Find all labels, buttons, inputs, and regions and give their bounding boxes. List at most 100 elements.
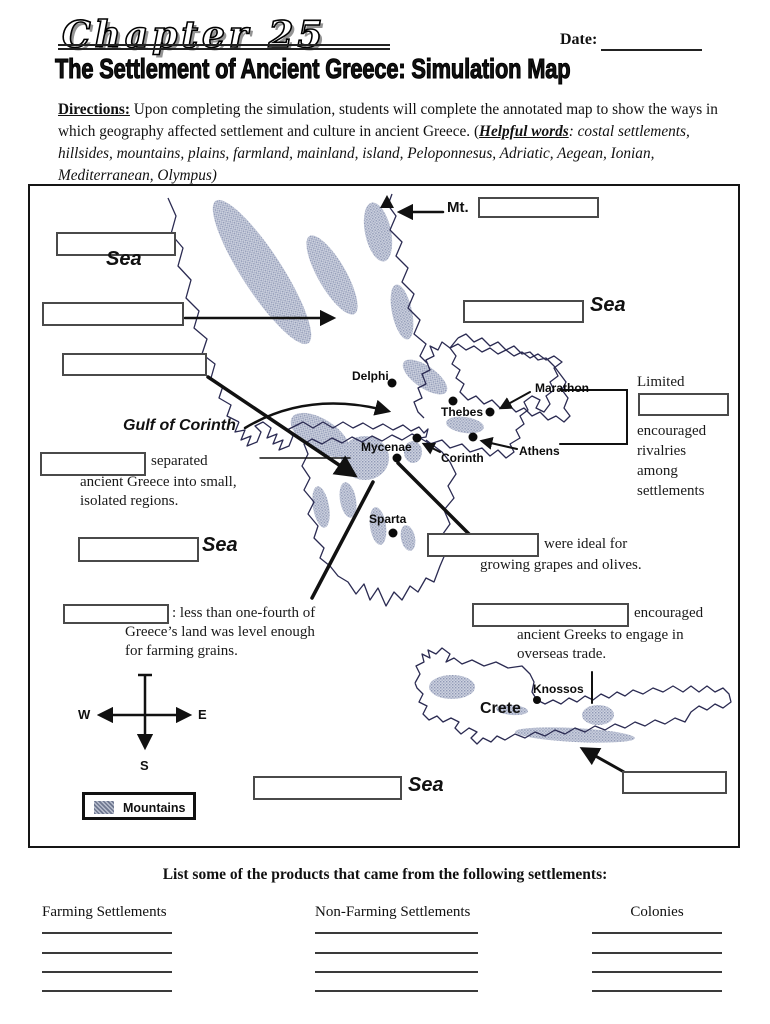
plains-line2: Greece’s land was level enough [125, 624, 315, 640]
answer-line[interactable] [315, 990, 478, 992]
page-title: The Settlement of Ancient Greece: Simula… [55, 51, 571, 85]
farming-column-label: Farming Settlements [42, 904, 167, 920]
limited-line5: settlements [637, 483, 705, 499]
city-dot-thebes [448, 396, 458, 406]
marathon-arrow [498, 391, 531, 410]
compass-east-label: E [198, 707, 207, 722]
city-label-mycenae: Mycenae [361, 440, 412, 454]
hillsides-pointer-line [396, 461, 472, 537]
mountains-swatch-icon [94, 801, 114, 814]
map-drawing [96, 193, 732, 774]
limited-line2: encouraged [637, 423, 707, 439]
directions-paragraph: Directions: Upon completing the simulati… [58, 99, 720, 187]
answer-line[interactable] [42, 990, 172, 992]
limited-line3: rivalries [637, 443, 687, 459]
answer-line[interactable] [42, 952, 172, 954]
crete-box-arrow [579, 747, 626, 774]
directions-label: Directions: [58, 101, 130, 118]
hillsides-line2: growing grapes and olives. [480, 557, 642, 573]
blank-box-mountains[interactable] [62, 353, 207, 376]
trade-line3: overseas trade. [517, 646, 607, 662]
separated-line2: ancient Greece into small, [80, 474, 237, 490]
answer-line[interactable] [315, 932, 478, 934]
city-dot-mycenae [392, 453, 402, 463]
blank-box-south-sea[interactable] [253, 776, 402, 800]
directions-text: Upon completing the simulation, students… [58, 101, 718, 140]
legend-mountains-label: Mountains [123, 801, 186, 815]
answer-line[interactable] [592, 952, 722, 954]
city-label-delphi: Delphi [352, 369, 389, 383]
sea-label-nw: Sea [106, 248, 142, 270]
blank-box-sw-sea[interactable] [78, 537, 199, 562]
sea-label-sw: Sea [202, 534, 238, 556]
column-colonies: Colonies [592, 904, 722, 999]
date-blank-line[interactable] [601, 33, 702, 51]
plains-line3: for farming grains. [125, 643, 238, 659]
city-label-thebes: Thebes [441, 405, 484, 419]
city-label-athens: Athens [519, 444, 560, 458]
blank-box-trade[interactable] [472, 603, 629, 627]
plains-pointer-line [310, 480, 375, 600]
column-farming-settlements: Farming Settlements [42, 904, 202, 999]
city-dot-marathon [485, 407, 495, 417]
plains-text: : less than one-fourth of [172, 605, 316, 621]
city-dot-corinth [412, 433, 422, 443]
athens-arrow [479, 436, 518, 450]
trade-text: encouraged [634, 605, 704, 621]
mountain-peak-icon [380, 195, 394, 208]
city-label-knossos: Knossos [533, 682, 584, 696]
colonies-column-label: Colonies [630, 904, 684, 920]
city-dot-athens [468, 432, 478, 442]
city-label-sparta: Sparta [369, 512, 407, 526]
non-farming-column-label: Non-Farming Settlements [315, 904, 471, 920]
answer-line[interactable] [315, 971, 478, 973]
corinth-arrow [421, 442, 441, 455]
city-dot-delphi [387, 378, 397, 388]
trade-line2: ancient Greeks to engage in [517, 627, 684, 643]
mt-label: Mt. [447, 199, 469, 216]
blank-box-plains[interactable] [63, 604, 169, 624]
answer-line[interactable] [315, 952, 478, 954]
compass-west-label: W [78, 707, 91, 722]
compass-south-label: S [140, 758, 149, 773]
city-label-marathon: Marathon [535, 381, 589, 395]
blank-box-hillsides[interactable] [427, 533, 539, 557]
separated-text: separated [151, 453, 208, 469]
marathon-athens-bracket [559, 389, 628, 445]
column-non-farming-settlements: Non-Farming Settlements [315, 904, 485, 999]
limited-line4: among [637, 463, 678, 479]
city-dot-knossos [533, 696, 541, 704]
blank-box-crete-coast[interactable] [622, 771, 727, 794]
coastline [167, 193, 732, 745]
helpful-words-label: Helpful words [479, 123, 569, 140]
blank-box-west-sea[interactable] [42, 302, 184, 326]
blank-box-limited[interactable] [638, 393, 729, 416]
answer-line[interactable] [592, 971, 722, 973]
helpful-words-list: : costal settlements, hillsides, mountai… [58, 123, 690, 184]
mountain-ranges [212, 199, 635, 743]
crete-label: Crete [480, 700, 521, 717]
blank-box-mt[interactable] [478, 197, 599, 218]
blank-box-east-sea[interactable] [463, 300, 584, 323]
greece-map: Sea Sea Sea Sea Mt. Gulf of Corinth Cret… [28, 184, 740, 848]
limited-text: Limited [637, 374, 685, 390]
pointer-lines [183, 195, 628, 774]
answer-line[interactable] [42, 932, 172, 934]
blank-box-nw-sea[interactable] [56, 232, 176, 256]
blank-box-separated[interactable] [40, 452, 146, 476]
separated-line3: isolated regions. [80, 493, 179, 509]
answer-line[interactable] [592, 932, 722, 934]
answer-line[interactable] [42, 971, 172, 973]
sea-label-south: Sea [408, 774, 444, 796]
sea-label-east: Sea [590, 294, 626, 316]
hillsides-text: were ideal for [544, 536, 628, 552]
answer-line[interactable] [592, 990, 722, 992]
header-rule [58, 44, 390, 50]
products-heading: List some of the products that came from… [162, 866, 608, 883]
compass-rose [96, 673, 193, 751]
gulf-arc-arrow [243, 399, 392, 430]
city-dots [387, 378, 541, 704]
gulf-of-corinth-label: Gulf of Corinth [123, 417, 236, 434]
city-dot-sparta [388, 528, 398, 538]
